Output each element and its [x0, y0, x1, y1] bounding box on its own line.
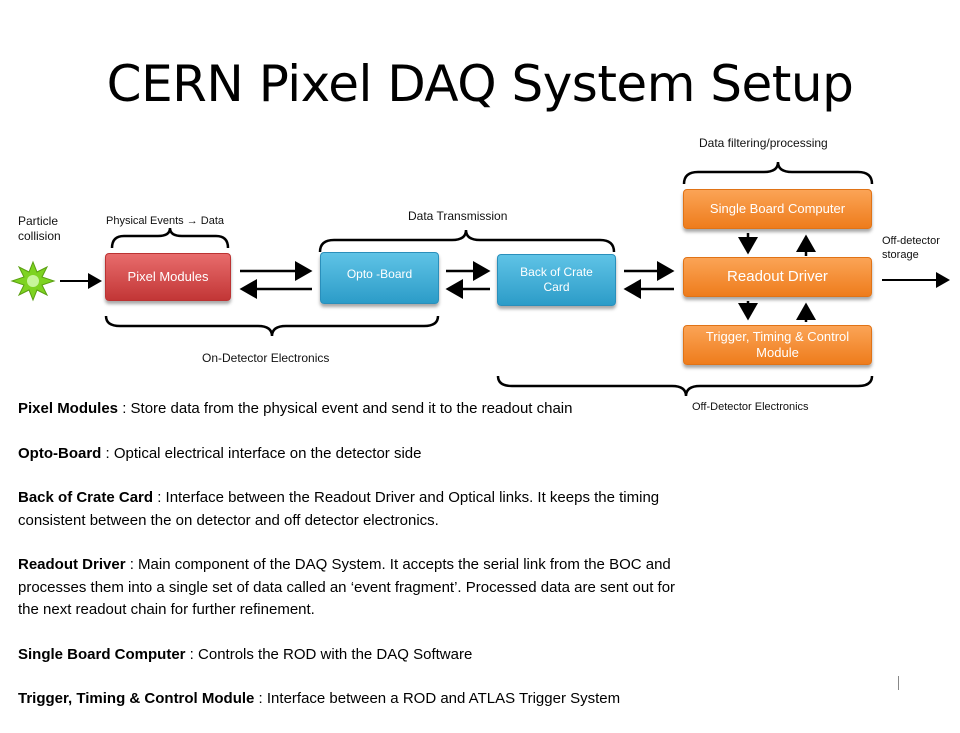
physical-events-label: Physical Events → Data	[106, 215, 225, 227]
page-title: CERN Pixel DAQ System Setup	[106, 55, 854, 113]
data-transmission-label: Data Transmission	[408, 209, 508, 223]
description-opto-board: Opto-Board : Optical electrical interfac…	[18, 444, 422, 462]
description-single-board-computer: Single Board Computer : Controls the ROD…	[18, 645, 473, 663]
right-arrow-icon: →	[186, 215, 198, 227]
ttc-module-box: Trigger, Timing & Control Module	[683, 325, 872, 365]
back-of-crate-card-box: Back of Crate Card	[497, 254, 616, 306]
brace-physical-events	[110, 227, 230, 249]
description-back-of-crate-card: Back of Crate Card : Interface between t…	[18, 489, 660, 529]
brace-data-transmission	[318, 229, 616, 253]
particle-collision-label: Particle collision	[18, 214, 61, 243]
pixel-modules-box: Pixel Modules	[105, 253, 231, 301]
single-board-computer-box: Single Board Computer	[683, 189, 872, 229]
on-detector-electronics-label: On-Detector Electronics	[202, 351, 330, 365]
description-readout-driver: Readout Driver : Main component of the D…	[18, 556, 676, 618]
brace-off-detector	[496, 375, 874, 397]
description-ttc-module: Trigger, Timing & Control Module : Inter…	[18, 690, 621, 707]
off-detector-storage-label: Off-detector storage	[882, 235, 940, 261]
page-marker	[898, 676, 899, 690]
data-filtering-label: Data filtering/processing	[699, 136, 828, 150]
component-descriptions: Pixel Modules : Store data from the phys…	[18, 398, 698, 733]
readout-driver-box: Readout Driver	[683, 257, 872, 297]
description-pixel-modules: Pixel Modules : Store data from the phys…	[18, 400, 573, 417]
opto-board-box: Opto -Board	[320, 252, 439, 304]
brace-on-detector	[104, 315, 440, 337]
off-detector-electronics-label: Off-Detector Electronics	[692, 401, 809, 413]
brace-data-filtering	[682, 161, 874, 185]
